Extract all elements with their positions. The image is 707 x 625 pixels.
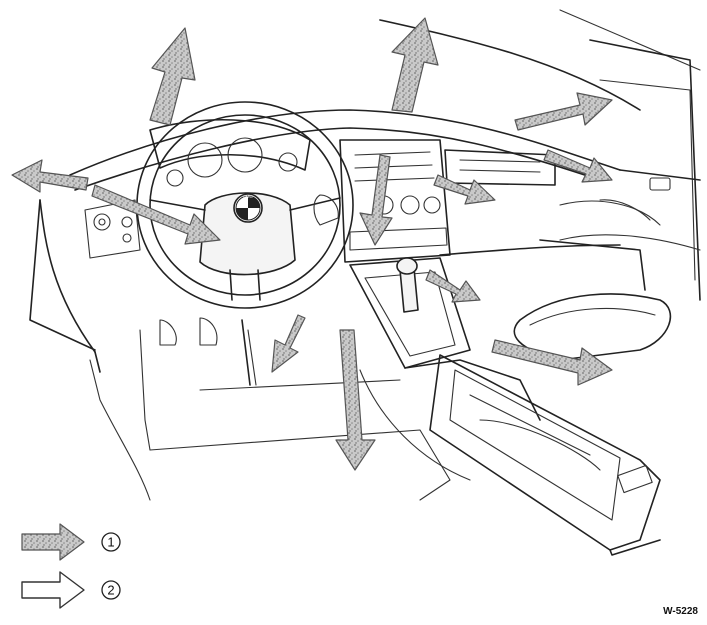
footwell-arrow-down (335, 329, 376, 471)
face-vent-arrow-right (543, 149, 613, 183)
legend-item-2: 2 (21, 571, 121, 609)
figure-reference: W-5228 (663, 606, 698, 617)
side-window-arrow-left (11, 159, 89, 193)
defrost-arrow-center (391, 17, 439, 113)
legend-number-circle-1 (101, 532, 121, 552)
steering-wheel: BMW (136, 101, 354, 309)
side-window-arrow-right (514, 92, 613, 131)
face-vent-arrow-center (359, 154, 393, 246)
legend: 1 2 (21, 523, 121, 609)
footwell-arrow-left (271, 314, 306, 373)
car-interior-illustration: BMW (29, 9, 701, 556)
bmw-roundel-text: BMW (243, 194, 253, 199)
rear-footwell-arrow (491, 339, 613, 386)
bmw-roundel-logo: BMW (233, 193, 263, 223)
legend-number-2: 2 (107, 583, 114, 598)
console-arrow (425, 269, 481, 303)
legend-number-1: 1 (107, 535, 114, 550)
legend-number-circle-2 (101, 580, 121, 600)
airflow-arrows (11, 17, 613, 471)
legend-arrow-outline (21, 571, 85, 609)
face-vent-arrow-center-right (433, 174, 496, 205)
defrost-arrow-left (149, 27, 196, 126)
legend-arrow-stippled (21, 523, 85, 561)
legend-item-1: 1 (21, 523, 121, 561)
face-vent-arrow-left (91, 184, 221, 245)
